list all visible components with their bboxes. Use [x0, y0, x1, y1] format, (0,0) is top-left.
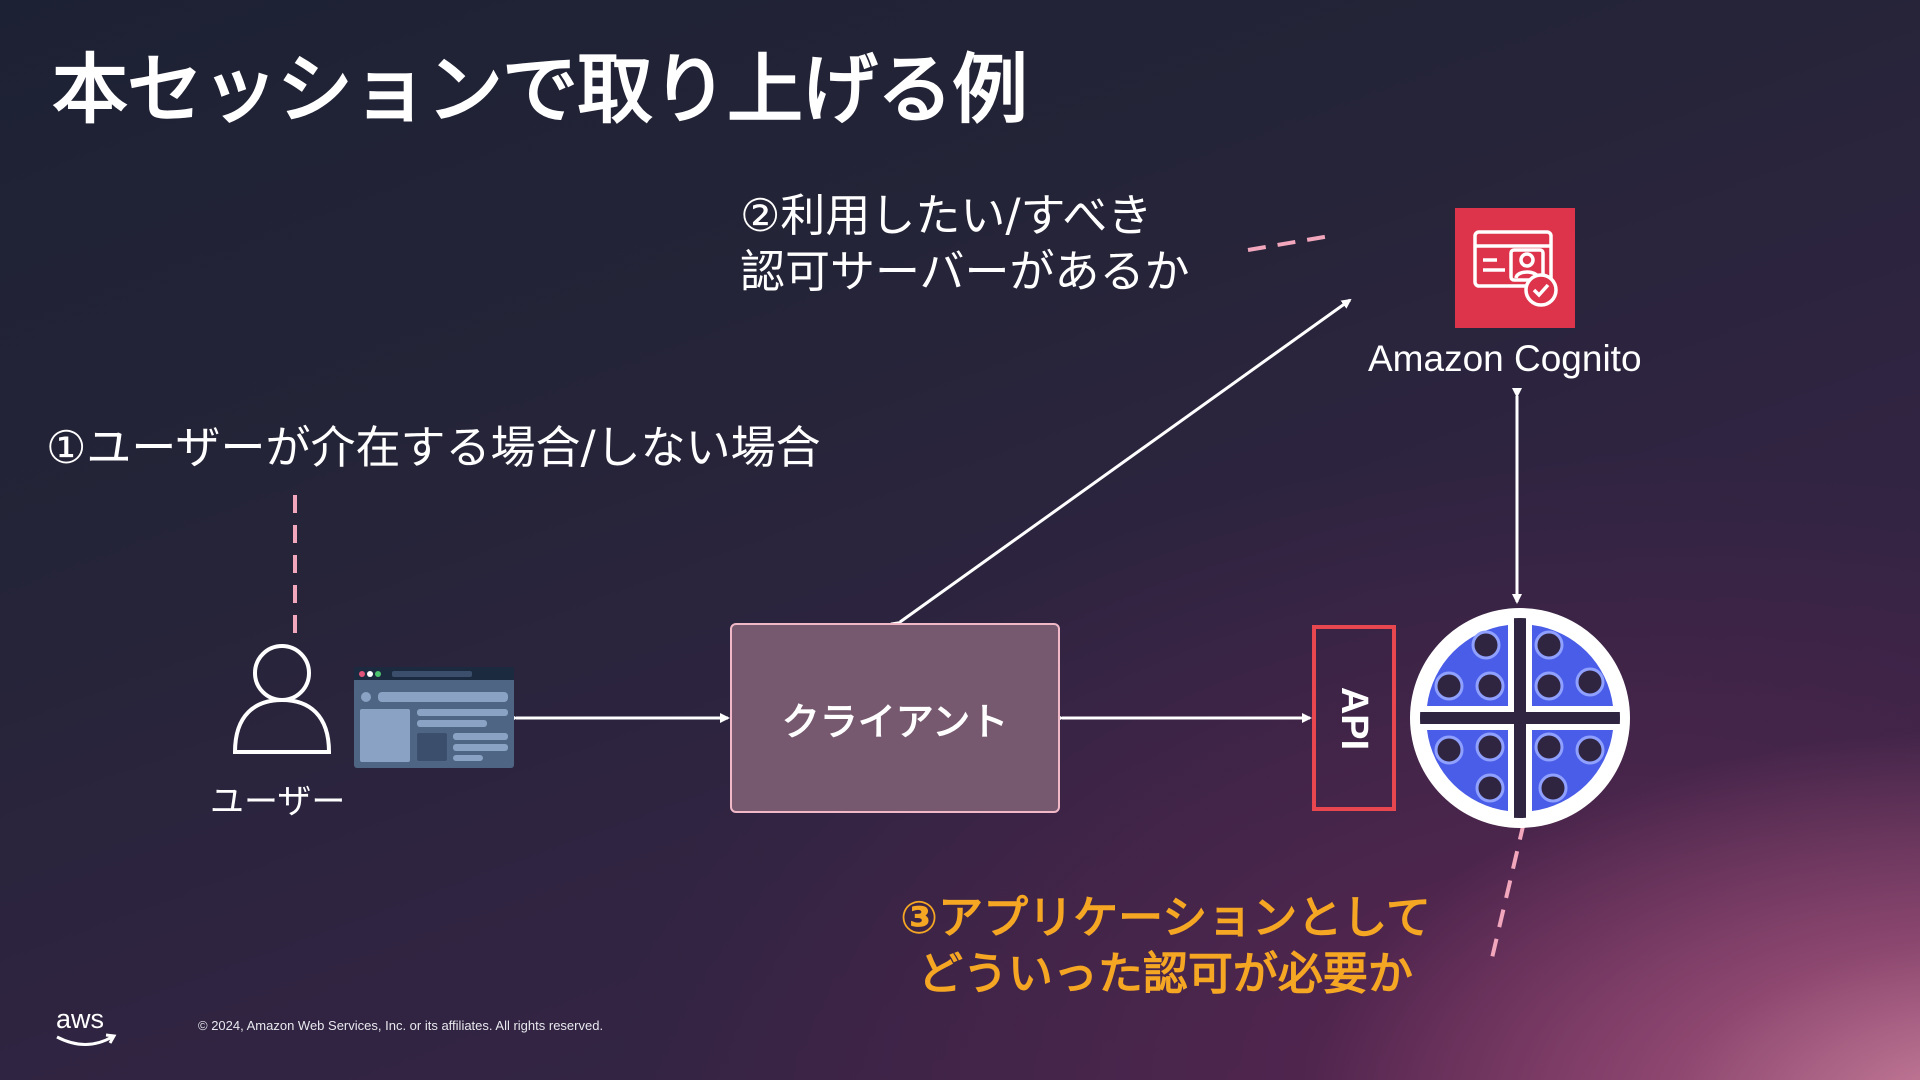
question-3-line2: どういった認可が必要か: [917, 947, 1413, 1000]
arrow-client-cognito: [890, 298, 1352, 631]
question-1: ①ユーザーが介在する場合/しない場合: [46, 421, 821, 474]
client-box: クライアント: [730, 623, 1060, 813]
copyright-text: © 2024, Amazon Web Services, Inc. or its…: [198, 1018, 604, 1033]
cognito-identity-icon: [1455, 208, 1575, 328]
microservices-circle-icon: [1410, 608, 1630, 828]
dashed-leader-q2: [1247, 234, 1331, 252]
cognito-label: Amazon Cognito: [1368, 338, 1642, 379]
question-2-line2: 認可サーバーがあるか: [740, 245, 1190, 298]
api-label: API: [1333, 686, 1376, 750]
aws-logo: aws: [54, 1002, 118, 1048]
client-label: クライアント: [781, 699, 1009, 744]
aws-logo-text: aws: [56, 1004, 104, 1034]
question-3: ③アプリケーションとして どういった認可が必要か: [900, 890, 1431, 1002]
question-3-line1: ③アプリケーションとして: [900, 891, 1431, 944]
question-2: ②利用したい/すべき 認可サーバーがあるか: [740, 188, 1190, 300]
user-icon: [232, 644, 332, 754]
user-label: ユーザー: [210, 782, 346, 822]
question-2-line1: ②利用したい/すべき: [740, 189, 1153, 242]
slide-title: 本セッションで取り上げる例: [52, 45, 1028, 134]
dashed-leader-q3: [1490, 821, 1526, 959]
browser-window-icon: [354, 667, 514, 768]
api-box: API: [1312, 625, 1396, 811]
